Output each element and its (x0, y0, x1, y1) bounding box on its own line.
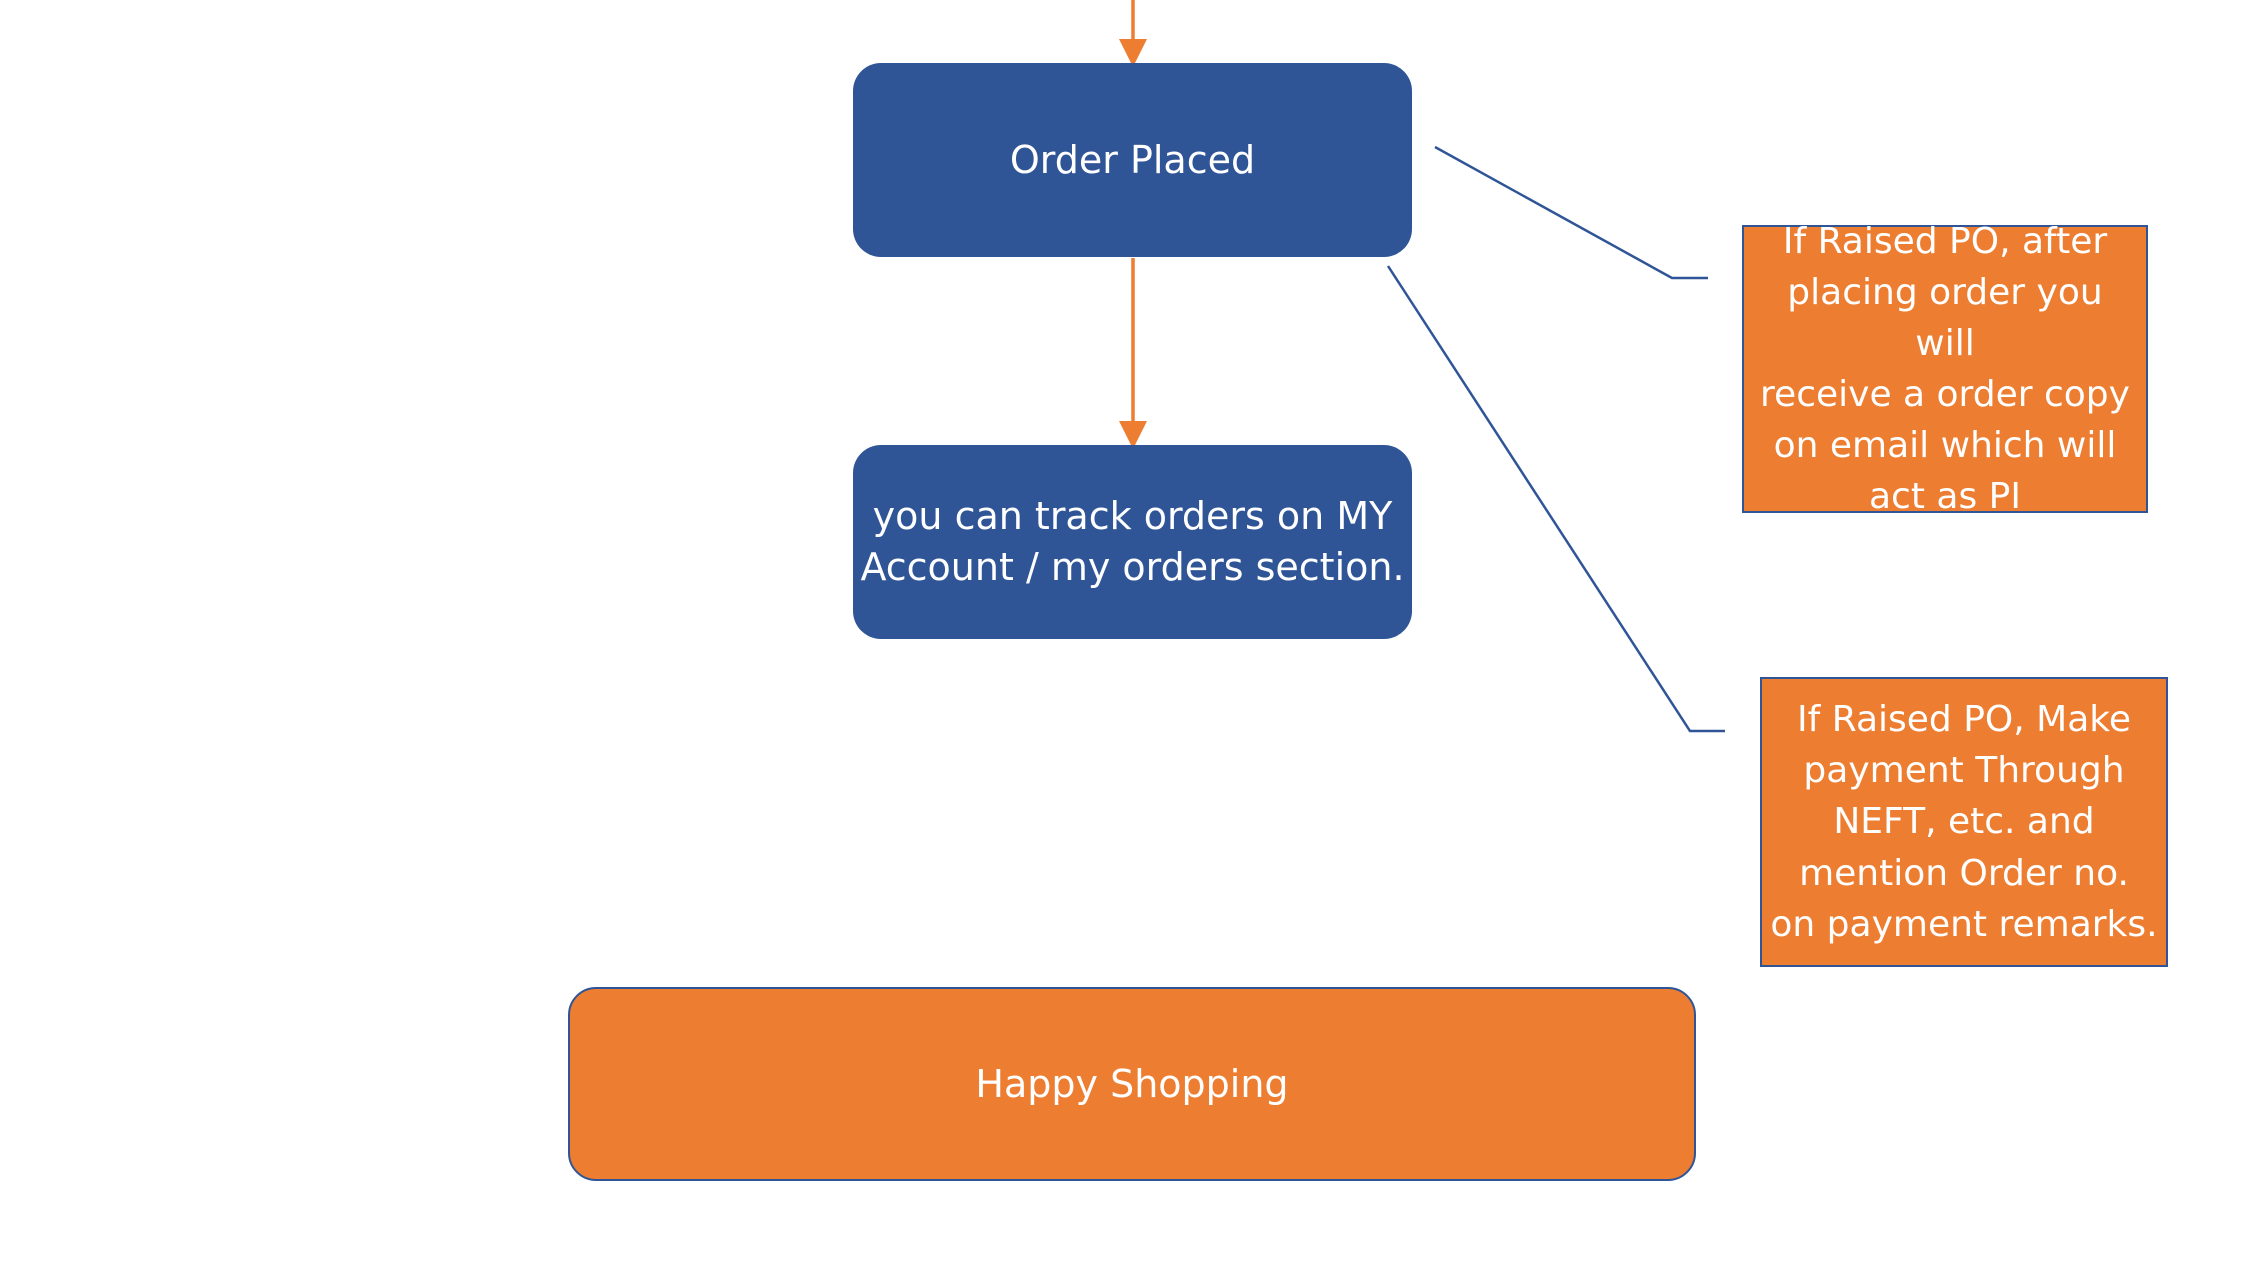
track-orders-label: you can track orders on MY Account / my … (860, 494, 1405, 589)
happy-shopping-label: Happy Shopping (975, 1062, 1289, 1106)
order-placed-label: Order Placed (1009, 137, 1256, 182)
track-orders-node: you can track orders on MY Account / my … (853, 445, 1412, 639)
po-payment-note-label: If Raised PO, Make payment Through NEFT,… (1770, 699, 2158, 945)
po-order-copy-note: If Raised PO, after placing order you wi… (1742, 221, 2148, 517)
po-order-copy-note-label: If Raised PO, after placing order you wi… (1760, 220, 2130, 518)
happy-shopping-node: Happy Shopping (568, 987, 1696, 1181)
po-payment-note: If Raised PO, Make payment Through NEFT,… (1760, 677, 2168, 967)
callout-line-po-payment (1386, 265, 1725, 733)
order-placed-node: Order Placed (853, 63, 1412, 257)
callout-line-po-order-copy (1434, 145, 1708, 280)
